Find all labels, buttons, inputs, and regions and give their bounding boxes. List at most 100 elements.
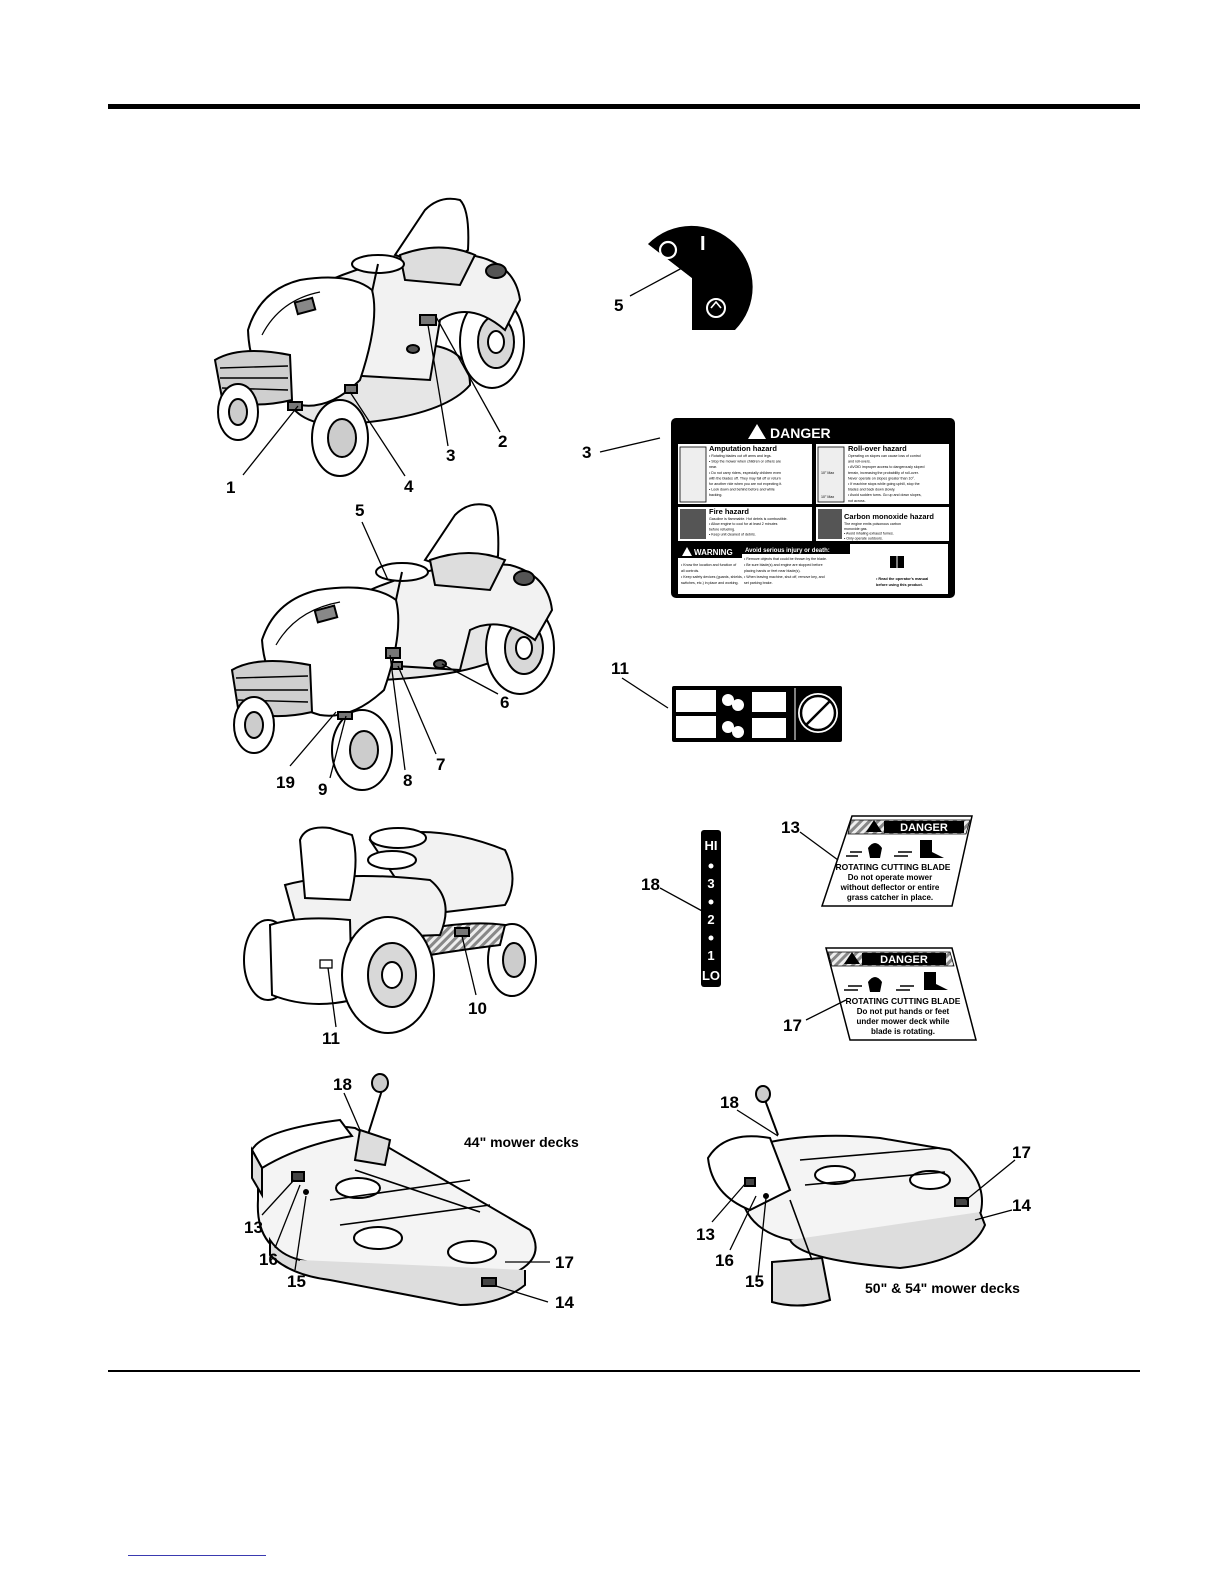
callout-1: 1 (226, 478, 235, 497)
blade-danger-decal-17: DANGER ROTATING CUTTING BLADE Do not put… (825, 947, 977, 1041)
rollover-slope-2: 10° Max (821, 495, 834, 499)
callout-7: 7 (436, 755, 445, 774)
fire-line: • Allow engine to cool for at least 2 mi… (709, 522, 778, 526)
deck-50-54-leaders (711, 1109, 1016, 1277)
deck50-callout-13: 13 (696, 1225, 715, 1244)
decal-callout-17: 17 (783, 1016, 802, 1035)
blade17-header: DANGER (880, 954, 928, 966)
decal-callout-3: 3 (582, 443, 591, 462)
deck50-callout-14: 14 (1012, 1196, 1031, 1215)
engine-start-icon (710, 300, 722, 309)
callout-9: 9 (318, 780, 327, 799)
manual-note-line: before using this product. (876, 583, 923, 587)
deck44-callout-15: 15 (287, 1272, 306, 1291)
amputation-line: • Rotating blades cut off arms and legs. (709, 454, 772, 458)
step-1b-icon (722, 721, 734, 733)
warning-col2-line: set parking brake. (744, 581, 773, 585)
brake-b-icon (732, 726, 744, 738)
blade17-line: blade is rotating. (871, 1027, 935, 1036)
warning-col2-line: • Be sure blade(s) and engine are stoppe… (744, 563, 823, 567)
rollover-line: terrain, increasing the probability of r… (848, 471, 919, 475)
warning-col1-line: switches, etc.) in place and working. (681, 581, 739, 585)
deck44-callout-16: 16 (259, 1250, 278, 1269)
ignition-on-mark: I (700, 233, 706, 255)
deck-44-illustration (250, 1073, 537, 1307)
height-1: 1 (707, 948, 714, 963)
step-1-icon (722, 694, 734, 706)
tractor-hood-view (230, 503, 555, 791)
safety-pictogram-decal (672, 686, 842, 742)
height-3: 3 (707, 876, 714, 891)
blade13-hand-icon (868, 843, 882, 858)
height-2: 2 (707, 912, 714, 927)
callout-5: 5 (355, 501, 364, 520)
tractor-rear-leaders (327, 935, 477, 1028)
blade-disengage-b-icon (752, 718, 786, 738)
amputation-title: Amputation hazard (709, 444, 777, 453)
operator-seated-icon (676, 690, 716, 712)
amputation-line: with the blades off. They may fall off o… (709, 476, 781, 480)
fire-line: • Keep unit cleaned of debris. (709, 533, 756, 537)
callout-4: 4 (404, 477, 414, 496)
tractor-front-view (213, 197, 525, 477)
blade13-title: ROTATING CUTTING BLADE (836, 862, 951, 872)
danger-triangle-icon (748, 424, 766, 439)
callout-19: 19 (276, 773, 295, 792)
tractor-rear-view (243, 826, 537, 1034)
blade17-triangle-icon (844, 952, 860, 964)
blade13-line: without deflector or entire (840, 883, 940, 892)
deck44-callout-14: 14 (555, 1293, 574, 1312)
ignition-decal: I (648, 225, 753, 330)
warning-col1-line: • Know the location and function of (681, 563, 736, 567)
manual-note-line: • Read the operator's manual (876, 577, 928, 581)
operator-reverse-icon (676, 716, 716, 738)
amputation-line: • Stop the mower when children or others… (709, 460, 781, 464)
deck50-callout-16: 16 (715, 1251, 734, 1270)
rollover-line: not across. (848, 499, 866, 503)
deck-44-leaders (261, 1092, 550, 1303)
rollover-title: Roll-over hazard (848, 444, 907, 453)
fire-hazard-icon (680, 509, 706, 539)
fire-line: Gasoline is flammable. Hot debris is com… (709, 517, 788, 521)
warning-title: Avoid serious injury or death: (745, 548, 830, 554)
amputation-line: • Look down and behind before and while (709, 488, 775, 492)
amputation-line: backing. (709, 493, 722, 497)
callout-8: 8 (403, 771, 412, 790)
deck44-callout-13: 13 (244, 1218, 263, 1237)
rollover-line: and roll-overs. (848, 460, 871, 464)
blade13-line: grass catcher in place. (847, 893, 933, 902)
danger-decal: DANGER Amputation hazard • Rotating blad… (671, 418, 955, 598)
carbon-line: • Avoid inhaling exhaust fumes. (844, 532, 894, 536)
carbon-line: monoxide gas. (844, 527, 867, 531)
blade-disengage-icon (752, 692, 786, 712)
deck44-callout-17: 17 (555, 1253, 574, 1272)
height-hi: HI (705, 838, 718, 853)
footer-link-underline (128, 1555, 266, 1556)
blade17-line: under mower deck while (857, 1017, 950, 1026)
brake-icon (732, 699, 744, 711)
deck50-caption: 50" & 54" mower decks (865, 1280, 1020, 1296)
deck-50-54-illustration (706, 1085, 987, 1307)
callout-6: 6 (500, 693, 509, 712)
deck50-callout-15: 15 (745, 1272, 764, 1291)
footer-rule (108, 1370, 1140, 1372)
warning-label: WARNING (694, 548, 733, 557)
rollover-slope-1: 10° Max (821, 471, 834, 475)
rollover-line: Operating on slopes can cause loss of co… (848, 454, 921, 458)
tractor-front-leaders (242, 314, 501, 477)
warning-col1-line: • Keep safety devices (guards, shields, (681, 575, 743, 579)
amputation-line: • Do not carry riders, especially childr… (709, 471, 781, 475)
warning-col2-line: placing hands or feet near blade(s). (744, 569, 801, 573)
warning-triangle-icon (682, 547, 692, 556)
fire-title: Fire hazard (709, 507, 749, 516)
carbon-monoxide-icon (818, 509, 842, 539)
amputation-hazard-icon (679, 446, 707, 503)
decal-callout-18: 18 (641, 875, 660, 894)
warning-col2-line: • Remove objects that could be thrown by… (744, 557, 827, 561)
deck44-callout-18: 18 (333, 1075, 352, 1094)
callout-2: 2 (498, 432, 507, 451)
blade13-foot-icon (920, 840, 944, 858)
blade13-header: DANGER (900, 822, 948, 834)
rollover-line: blades and back down slowly. (848, 488, 895, 492)
